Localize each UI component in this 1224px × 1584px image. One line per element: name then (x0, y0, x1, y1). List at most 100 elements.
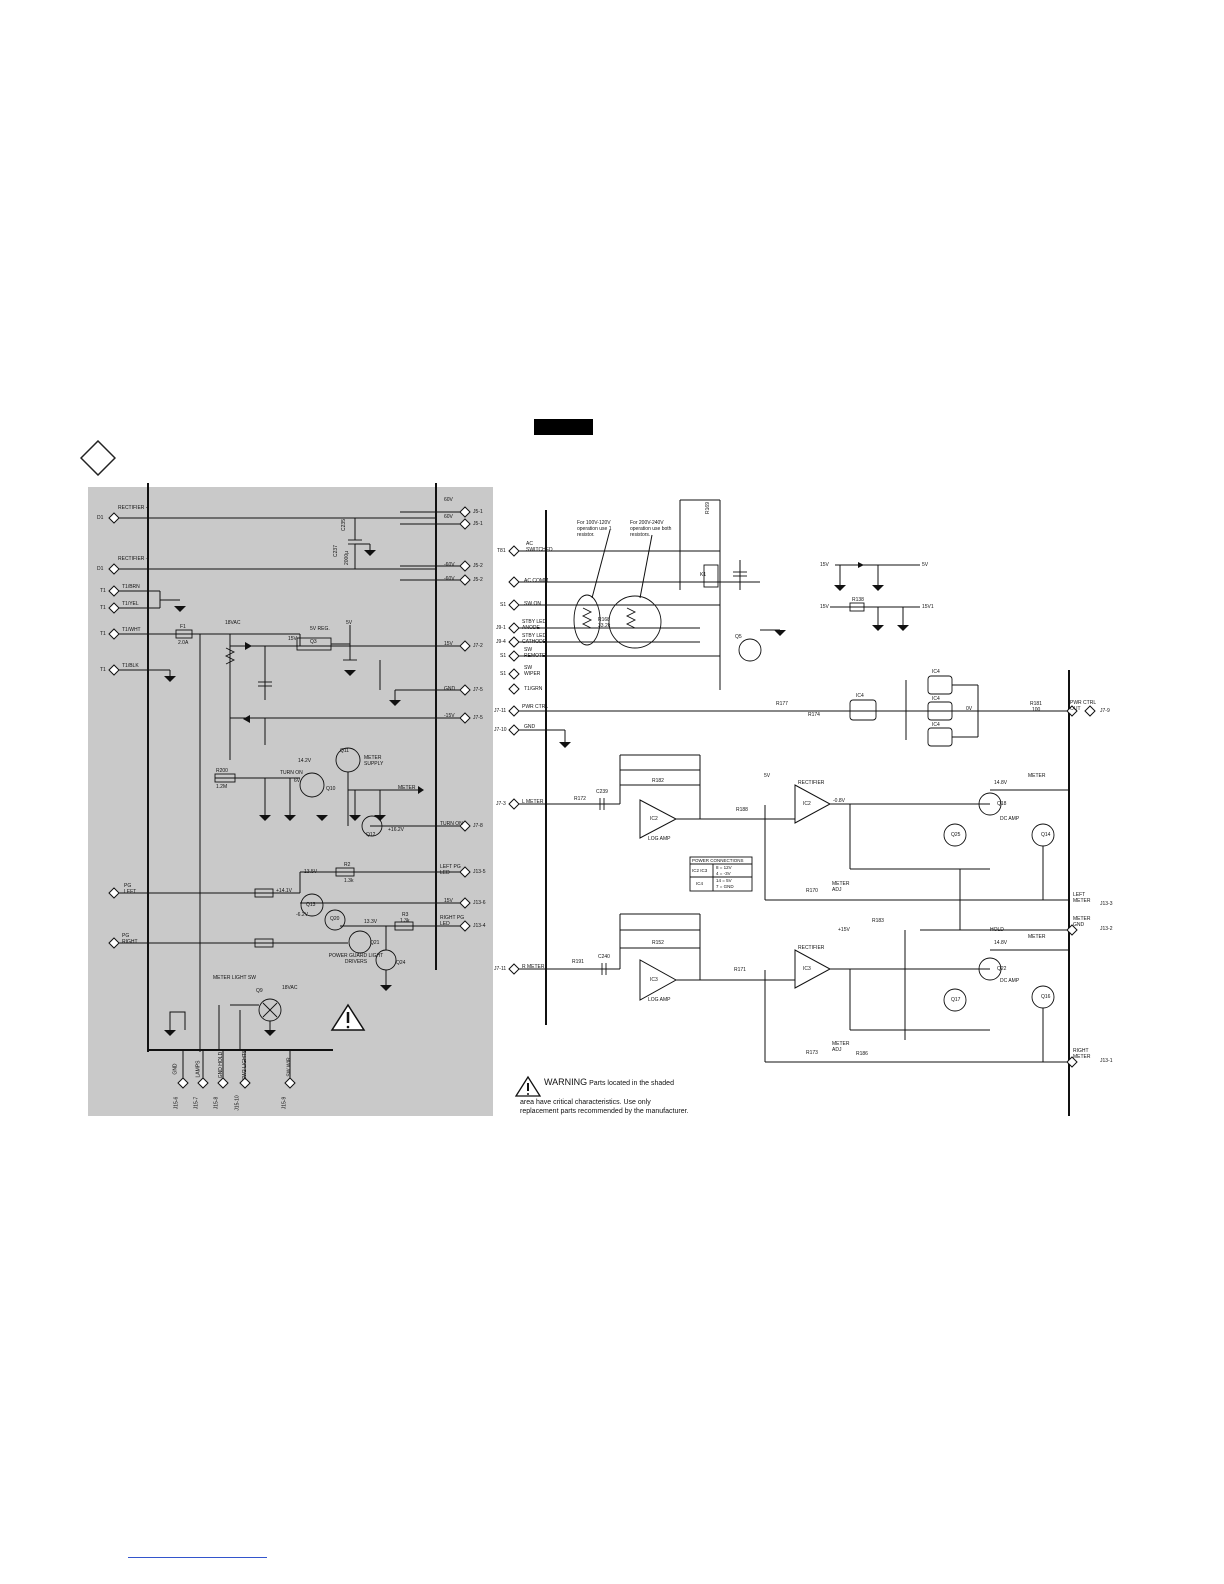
rc-right-meter-conn: J13-1 (1100, 1058, 1113, 1064)
label-r3-val: 1.3k (400, 918, 410, 924)
label-v6: 6V (294, 778, 301, 784)
lc-left-meter: LEFT METER (1073, 892, 1091, 904)
output-volt-neg15v: -15V (444, 713, 455, 719)
rc-meter-gnd: METER GND (1073, 916, 1091, 928)
rc-q17: Q17 (951, 997, 961, 1003)
rin-ref-5: S1 (500, 653, 507, 659)
label-r3: R3 (402, 912, 409, 918)
label-k1: K1 (700, 572, 707, 578)
rc-dc-amp: DC AMP (1000, 978, 1020, 984)
lc-r182: R182 (652, 778, 664, 784)
label-v16-2: +16.2V (388, 827, 404, 833)
lc-q18: Q18 (997, 801, 1007, 807)
bottom-conn-hold: GND HOLD (218, 1051, 225, 1079)
label-vac-2: 18VAC (282, 985, 298, 991)
label-left-pg: PG LEFT (124, 883, 137, 895)
rc-r152: R152 (652, 940, 664, 946)
rin-ref-8: J7-11 (494, 708, 507, 714)
rc-q16: Q16 (1041, 994, 1051, 1000)
rc-c240: C240 (598, 954, 610, 960)
rc-log-amp: LOG AMP (648, 997, 671, 1003)
power-table-r0-c0: IC2 IC3 (692, 868, 708, 873)
bottom-conn-lamps-ref: J15-7 (193, 1096, 200, 1110)
output-volt-right-pg: RIGHT PG LED (440, 915, 465, 927)
logic-pwr-ctrl-out: PWR CTRL OUT (1070, 700, 1096, 712)
output-ref-j7-8: J7-8 (473, 823, 483, 829)
label-c-val: 2000µ (344, 550, 351, 566)
label-reg-title: 5V REG. (310, 626, 330, 632)
lc-ic2-b: IC2 (803, 801, 811, 807)
output-ref-j13-5: J13-5 (473, 869, 486, 875)
rin-ref-4: J9-4 (496, 639, 506, 645)
rc-r186: R186 (856, 1051, 868, 1057)
bottom-conn-sw: SW WIR (286, 1057, 293, 1077)
rc-meter-gnd-conn: J13-2 (1100, 926, 1113, 932)
input-ref-t1-a: T1 (100, 588, 106, 594)
power-table-r1-c1: 14 = 5V 7 = GND (716, 878, 734, 889)
right-input-connectors (508, 545, 520, 975)
label-reg-ic: Q3 (310, 639, 317, 645)
sup-v15-b: 15V (820, 604, 829, 610)
output-ref-j5-2-b: J5-2 (473, 577, 483, 583)
input-ref-d1-a: D1 (97, 515, 104, 521)
output-ref-j5-2-a: J5-2 (473, 563, 483, 569)
output-ref-j5-1-b: J5-1 (473, 521, 483, 527)
label-meter-supply: METER SUPPLY (364, 755, 384, 767)
lc-v5: 5V (764, 773, 771, 779)
warning-line-1: Parts located in the shaded (589, 1080, 674, 1087)
warning-line-3: replacement parts recommended by the man… (520, 1108, 689, 1115)
label-q9: Q9 (256, 988, 263, 994)
sup-v5: 5V (922, 562, 929, 568)
bottom-conn-hold-ref: J15-8 (213, 1096, 220, 1110)
label-c-filter-1: C235 (340, 519, 347, 531)
input-label-t1-blk: T1/BLK (122, 663, 139, 669)
logic-r181-val: 100 (1032, 707, 1041, 713)
label-q11: Q11 (340, 748, 350, 754)
output-volt-left-pg: LEFT PG LED (440, 864, 461, 876)
input-ref-d1-b: D1 (97, 566, 104, 572)
lc-left-meter-conn: J13-3 (1100, 901, 1113, 907)
label-q13: Q13 (306, 902, 316, 908)
lc-v0: 0V (966, 706, 973, 712)
page-header-block (534, 419, 593, 435)
logic-out-conn: J7-9 (1100, 708, 1110, 714)
power-table-title: POWER CONNECTIONS (692, 858, 744, 863)
power-table-r0-c1: 8 = 12V 4 = -3V (716, 865, 732, 876)
logic-r181: R181 (1030, 701, 1042, 707)
diamond-marker-icon (80, 440, 116, 476)
warning-note: WARNING Parts located in the shaded (544, 1078, 744, 1088)
input-label-rectifier-neg: RECTIFIER − (118, 556, 149, 562)
lc-r183: R183 (872, 918, 884, 924)
rin-ref-0: T81 (497, 548, 506, 554)
output-ref-j7-5-b: J7-5 (473, 715, 483, 721)
output-volt-60v-a: 60V (444, 497, 453, 503)
note-200-240v: For 200V-240V operation use both resisto… (630, 520, 672, 538)
rin-label-5: SW REMOTE (524, 647, 546, 659)
label-q21: Q21 (370, 940, 380, 946)
lc-r170: R170 (806, 888, 818, 894)
rc-r191: R191 (572, 959, 584, 965)
left-output-connectors (459, 506, 471, 932)
footer-link-line[interactable] (128, 1557, 267, 1558)
lc-meter-adj: METER ADJ (832, 881, 850, 893)
output-volt-60v-b: 60V (444, 514, 453, 520)
rin-ref-6: S1 (500, 671, 507, 677)
bottom-conn-sw-ref: J15-9 (281, 1096, 288, 1110)
rc-ic3: IC3 (650, 977, 658, 983)
lc-rectifier: RECTIFIER (798, 780, 825, 786)
lc-c239: C239 (596, 789, 608, 795)
left-input-connectors (108, 512, 120, 949)
label-q12: Q12 (366, 832, 376, 838)
warning-word: WARNING (544, 1077, 588, 1087)
output-volt-gnd: GND (444, 686, 456, 692)
label-q5: Q5 (735, 634, 742, 640)
input-ref-t1-b: T1 (100, 605, 106, 611)
rin-ref-9: J7-10 (494, 727, 507, 733)
output-ref-j5-1-a: J5-1 (473, 509, 483, 515)
output-volt-neg60v-a: -60V (444, 562, 455, 568)
rin-label-2: SW ON (524, 601, 541, 607)
bottom-conn-lamps: LAMPS (195, 1060, 202, 1078)
bottom-conn-gnd: GND (172, 1063, 179, 1075)
lc-hold: HOLD (990, 927, 1004, 933)
